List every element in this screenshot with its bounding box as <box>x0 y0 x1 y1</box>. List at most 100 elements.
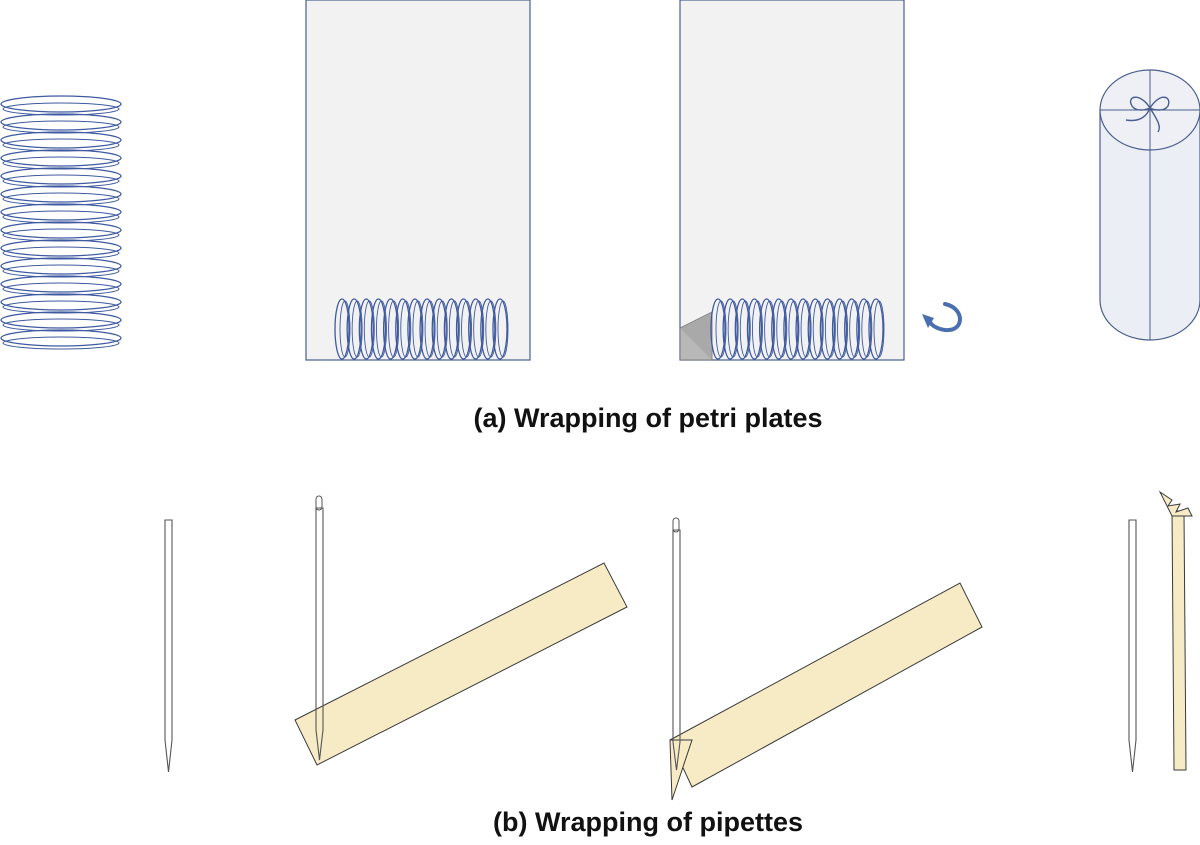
paper-strip <box>294 562 628 766</box>
petri-plate-edge-lid <box>485 300 497 358</box>
petri-plate <box>0 167 122 185</box>
pipette-and-wrapped <box>1128 490 1193 773</box>
petri-plate-edge <box>746 298 763 360</box>
petri-plate-edge-lid <box>473 300 485 358</box>
petri-plate-edge-lid <box>400 300 412 358</box>
petri-plate-edge-lid <box>715 300 727 358</box>
petri-plate-edge-lid <box>448 300 460 358</box>
petri-plate-edge-lid <box>788 300 800 358</box>
petri-plate-edge-lid <box>812 300 824 358</box>
string-knot-icon <box>1125 96 1170 133</box>
petri-plate <box>0 221 122 239</box>
pipette-cotton-plug-2 <box>672 517 680 533</box>
petri-plate-edge <box>831 298 848 360</box>
petri-plate-edge <box>468 298 484 360</box>
petri-plate-edge-lid <box>764 300 776 358</box>
petri-plate <box>0 311 122 329</box>
petri-plate-edge <box>710 298 726 360</box>
petri-plate-edge <box>480 298 496 360</box>
petri-plate-edge <box>431 298 447 360</box>
petri-plate <box>0 275 122 293</box>
petri-plate-edge <box>407 298 423 360</box>
petri-plate-edge <box>370 298 387 360</box>
petri-plate-edge <box>346 298 362 360</box>
petri-plate <box>0 95 122 113</box>
pipette-tip-folded <box>669 517 983 801</box>
petri-plate-edge <box>795 298 811 360</box>
petri-plate-edge <box>771 298 787 360</box>
fold-shadow <box>680 312 712 360</box>
petri-plate-edge <box>844 298 860 360</box>
wrapped-pipette <box>1171 509 1187 771</box>
pipette-bare <box>164 519 173 773</box>
petri-plate-lid <box>2 156 120 170</box>
caption-petri-plates: (a) Wrapping of petri plates <box>473 403 823 433</box>
petri-plate-edge <box>783 298 799 360</box>
petri-plate-edge-lid <box>849 300 861 358</box>
petri-plate-edge-lid <box>739 300 751 358</box>
petri-plate-edge-lid <box>351 300 363 358</box>
pipette-3 <box>1128 519 1137 773</box>
petri-plate-edge-lid <box>388 300 400 358</box>
petri-plate <box>0 185 122 203</box>
petri-plate-edge <box>382 298 399 360</box>
petri-plate <box>0 329 122 347</box>
petri-plate-edge-lid <box>412 300 424 358</box>
petri-plate-edge <box>856 298 872 360</box>
petri-plate-edge <box>492 298 508 360</box>
petri-plate-edge-lid <box>497 300 509 358</box>
petri-plate-lid <box>2 246 120 260</box>
petri-plate-edge <box>395 298 411 360</box>
wrapped-plate-cylinder <box>1099 69 1200 341</box>
caption-pipettes: (b) Wrapping of pipettes <box>493 807 803 837</box>
petri-plate-edge <box>819 298 836 360</box>
petri-plate <box>0 293 122 311</box>
petri-plate-edge-lid <box>824 300 836 358</box>
folded-strip-tip <box>669 739 693 801</box>
petri-plate <box>0 113 122 131</box>
plates-lying-row-2 <box>710 298 885 360</box>
petri-plate-edge <box>807 298 823 360</box>
petri-plate-lid <box>2 264 120 278</box>
pipette-cotton-plug <box>315 495 323 511</box>
petri-plate-edge <box>358 298 374 360</box>
wrapping-paper-sheet <box>305 0 531 361</box>
petri-plate-lid <box>2 210 120 224</box>
petri-plate-lid <box>2 228 120 242</box>
petri-plate-edge-lid <box>776 300 788 358</box>
petri-plate-edge-lid <box>461 300 472 358</box>
petri-plate-lid <box>2 282 120 296</box>
petri-plate-edge <box>758 298 775 360</box>
petri-plate <box>0 257 122 275</box>
petri-plate <box>0 239 122 257</box>
petri-plate-lid <box>2 192 120 206</box>
pipette-2 <box>672 529 681 771</box>
petri-plate-lid <box>2 138 120 152</box>
petri-plate-edge-lid <box>873 300 885 358</box>
paper-sheet-with-plates <box>305 0 531 361</box>
petri-plate-lid <box>2 318 120 332</box>
petri-plate-edge <box>868 298 884 360</box>
paper-strip-2 <box>669 582 983 788</box>
petri-plate-lid <box>2 120 120 134</box>
pipette-on-strip <box>294 495 628 766</box>
twisted-paper-end <box>1158 490 1193 517</box>
petri-plate-stack <box>0 95 122 350</box>
petri-plate-edge-lid <box>363 300 375 358</box>
petri-plate-edge-lid <box>861 300 873 358</box>
petri-plate-lid <box>2 174 120 188</box>
petri-plate-lid <box>2 336 120 350</box>
petri-plate-edge <box>443 298 460 360</box>
petri-plate-edge-lid <box>376 300 387 358</box>
petri-plate-edge-lid <box>727 300 739 358</box>
petri-plate-edge <box>334 298 350 360</box>
petri-plate-edge <box>722 298 738 360</box>
pipette <box>315 507 324 761</box>
paper-sheet-folding <box>679 0 962 361</box>
petri-plate-edge-lid <box>339 300 351 358</box>
petri-plate-edge-lid <box>837 300 848 358</box>
petri-plate <box>0 149 122 167</box>
petri-plate-edge-lid <box>752 300 763 358</box>
